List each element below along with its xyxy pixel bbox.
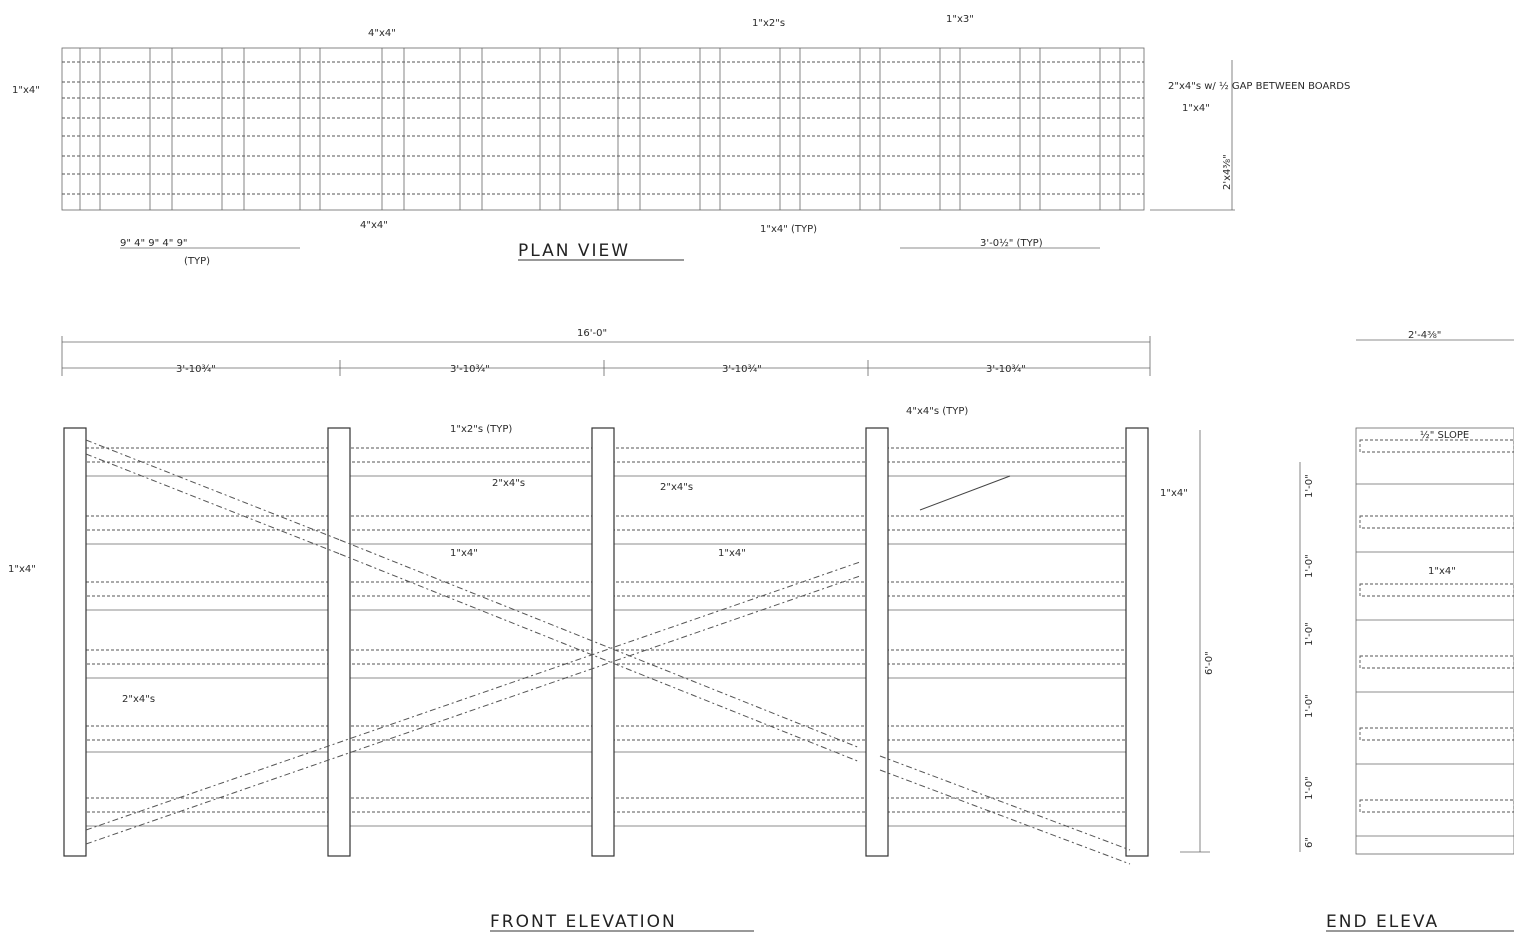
- dim-end-6: 6": [1304, 837, 1315, 848]
- label-slope: ½" SLOPE: [1420, 429, 1469, 441]
- label-1x3-top: 1"x3": [946, 14, 974, 25]
- plan-view: 4"x4" 1"x2"s 1"x3" 1"x4" 2"x4"s w/ ½ GAP…: [12, 14, 1350, 267]
- label-2x4-a: 2"x4"s: [492, 478, 525, 489]
- label-1x4-left: 1"x4": [12, 85, 40, 96]
- label-1x4-right: 1"x4": [1182, 103, 1210, 114]
- label-height: 6'-0": [1204, 651, 1215, 675]
- label-4x4-bottom: 4"x4": [360, 220, 388, 231]
- label-1x4-right-elev: 1"x4": [1160, 488, 1188, 499]
- dim-end-width: 2'-4⅜": [1408, 330, 1441, 341]
- label-1x2-typ: 1"x2"s (TYP): [450, 424, 512, 435]
- dim-overall: 16'-0": [577, 328, 607, 339]
- dim-bay-1: 3'-10¾": [176, 364, 216, 375]
- dim-end-5: 1'-0": [1304, 776, 1315, 800]
- label-1x2-top: 1"x2"s: [752, 18, 785, 29]
- label-4x4-typ: 4"x4"s (TYP): [906, 406, 968, 417]
- front-elevation-title: FRONT ELEVATION: [490, 912, 677, 932]
- dim-end-4: 1'-0": [1304, 694, 1315, 718]
- label-plan-depth: 2'x4⅜": [1222, 154, 1233, 190]
- end-elevation-title: END ELEVA: [1326, 912, 1439, 932]
- front-elevation: 16'-0" 3'-10¾" 3'-10¾" 3'-10¾" 3'-10¾": [8, 328, 1215, 932]
- label-1x4-typ: 1"x4" (TYP): [760, 224, 817, 235]
- label-1x4-mid-a: 1"x4": [450, 548, 478, 559]
- dim-end-2: 1'-0": [1304, 554, 1315, 578]
- label-end-1x4: 1"x4": [1428, 566, 1456, 577]
- dim-bay-4: 3'-10¾": [986, 364, 1026, 375]
- label-4x4-top: 4"x4": [368, 28, 396, 39]
- label-spacing: 9" 4" 9" 4" 9": [120, 238, 188, 249]
- dim-end-1: 1'-0": [1304, 474, 1315, 498]
- dim-bay-2: 3'-10¾": [450, 364, 490, 375]
- dim-end-3: 1'-0": [1304, 622, 1315, 646]
- label-2x4-low: 2"x4"s: [122, 694, 155, 705]
- label-gap-boards: 2"x4"s w/ ½ GAP BETWEEN BOARDS: [1168, 80, 1350, 92]
- label-3-0-typ: 3'-0½" (TYP): [980, 237, 1043, 249]
- label-2x4-b: 2"x4"s: [660, 482, 693, 493]
- label-1x4-left-elev: 1"x4": [8, 564, 36, 575]
- end-elevation: 2'-4⅜" ½" SLOPE 1"x4" 1'-0" 1'-0" 1'-0" …: [1299, 330, 1514, 932]
- dim-bay-3: 3'-10¾": [722, 364, 762, 375]
- label-1x4-mid-b: 1"x4": [718, 548, 746, 559]
- plan-view-title: PLAN VIEW: [518, 241, 630, 261]
- label-spacing-typ: (TYP): [184, 256, 210, 267]
